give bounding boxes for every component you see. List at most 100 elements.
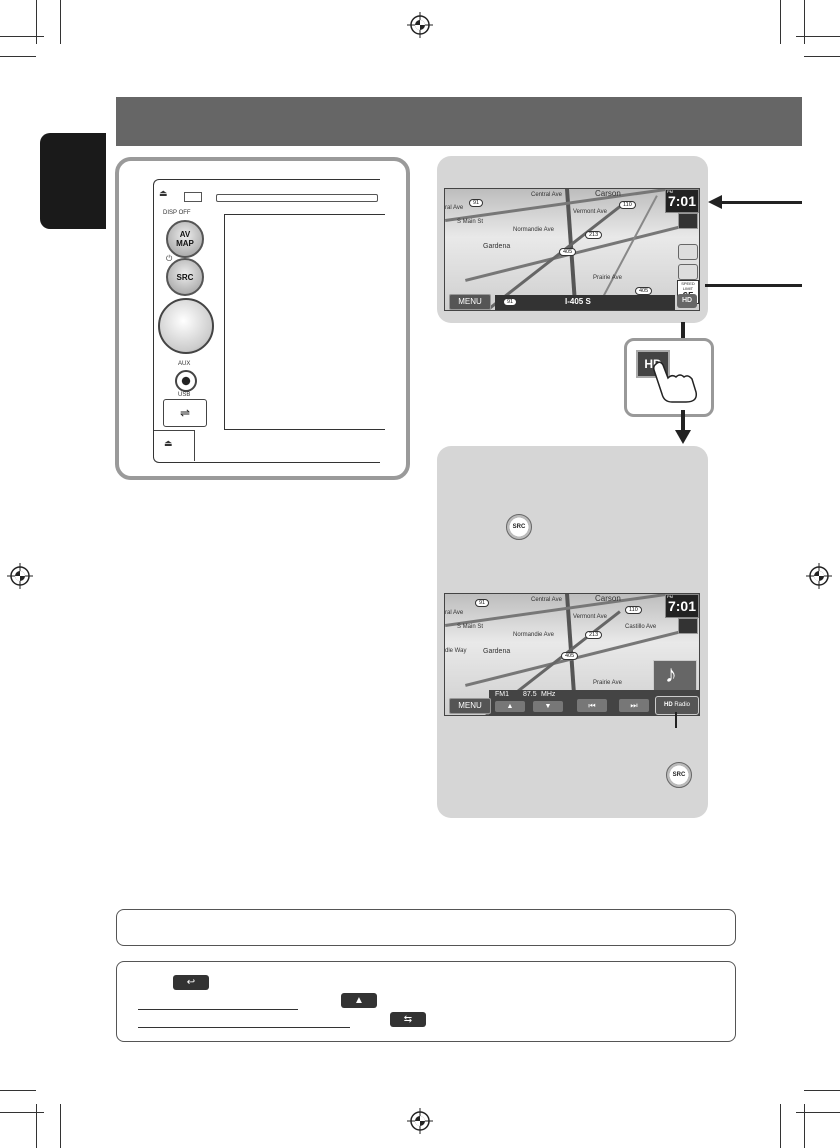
clock-band: PM <box>667 594 673 599</box>
route-shield: 110 <box>625 606 642 614</box>
map-label: Normandie Ave <box>513 227 554 233</box>
hd-label: HD <box>663 702 673 708</box>
callout-line <box>705 284 802 287</box>
connector-line <box>681 410 685 432</box>
hd-radio-button[interactable]: HD <box>677 294 697 308</box>
map-label: Carson <box>595 594 621 603</box>
registration-mark-icon <box>407 12 433 38</box>
src-button[interactable]: SRC <box>166 258 204 296</box>
radio-label: Radio <box>674 702 691 708</box>
music-source-tile <box>653 660 697 692</box>
crop-mark <box>0 56 36 57</box>
crop-mark <box>60 0 61 44</box>
hd-radio-button[interactable]: HD Radio <box>655 696 699 715</box>
power-icon: ⏻ <box>166 254 173 263</box>
crop-mark <box>796 36 840 37</box>
clock-display[interactable]: 7:01 <box>665 189 699 213</box>
crop-mark <box>796 1112 840 1113</box>
callout-line <box>675 712 677 728</box>
usb-label: USB <box>178 392 191 398</box>
route-shield: 91 <box>475 599 490 607</box>
crop-mark <box>804 56 840 57</box>
tune-down-button[interactable]: ▼ <box>533 701 563 712</box>
route-shield: 213 <box>585 631 603 639</box>
clock-band: PM <box>667 189 673 194</box>
crop-mark <box>780 1104 781 1148</box>
registration-mark-icon <box>7 563 33 589</box>
nav-side-button[interactable] <box>678 618 698 634</box>
crop-mark <box>804 0 805 44</box>
clock-display[interactable]: 7:01 <box>665 594 699 618</box>
road <box>445 189 699 222</box>
src-button-icon: SRC <box>506 514 532 540</box>
usb-icon: ⇌ <box>179 406 191 420</box>
road-name: I-405 S <box>565 297 591 306</box>
callout-arrowhead <box>708 195 722 209</box>
tune-up-button[interactable]: ▲ <box>495 701 525 712</box>
map-label: Prairie Ave <box>593 275 622 281</box>
switch-screen-icon: ⇆ <box>390 1012 426 1027</box>
map-label: ral Ave <box>445 205 464 211</box>
nav-side-button[interactable] <box>678 213 698 229</box>
screen-area <box>224 214 385 430</box>
connector-line <box>681 322 685 339</box>
map-label: S Main St <box>457 624 484 630</box>
route-shield: 405 <box>561 652 579 660</box>
map-label: Central Ave <box>531 597 562 603</box>
crop-mark <box>0 1090 36 1091</box>
map-label: Gardena <box>483 648 511 655</box>
crop-mark <box>804 1090 840 1091</box>
disc-slot-opening <box>216 194 378 202</box>
registration-mark-icon <box>806 563 832 589</box>
map-label: S Main St <box>457 219 484 225</box>
map-label: dle Way <box>445 648 467 654</box>
finger-touch-icon <box>653 361 698 403</box>
menu-button[interactable]: MENU <box>449 698 491 714</box>
info-box <box>116 909 736 946</box>
route-shield: 91 <box>503 298 518 306</box>
road-name-bar <box>495 295 675 310</box>
crop-mark <box>60 1104 61 1148</box>
notes-box <box>116 961 736 1042</box>
tilt-icon: ⏏ <box>164 438 173 448</box>
route-shield: 91 <box>469 199 484 207</box>
zoom-in-icon[interactable] <box>678 244 698 260</box>
frequency-unit: MHz <box>541 691 556 698</box>
route-shield: 405 <box>559 248 577 256</box>
registration-mark-icon <box>407 1108 433 1134</box>
menu-button[interactable]: MENU <box>449 294 491 310</box>
next-button[interactable]: ⏭ <box>619 699 649 712</box>
callout-arrow-line <box>722 201 802 204</box>
bottom-eject-area <box>154 430 195 461</box>
underline-rule <box>138 1009 298 1011</box>
eject-icon: ⏏ <box>159 188 168 198</box>
crop-mark <box>36 1104 37 1148</box>
navigation-icon: ▲ <box>341 993 377 1008</box>
map-label: Prairie Ave <box>593 680 622 686</box>
music-note-icon: ♪ <box>665 661 677 688</box>
band-label: FM1 <box>495 691 509 698</box>
underline-rule <box>138 1027 350 1029</box>
route-shield: 213 <box>585 231 603 239</box>
section-header-bar <box>116 97 802 146</box>
usb-port[interactable]: ⇌ <box>163 399 207 427</box>
map-label: Carson <box>595 189 621 198</box>
map-label: Vermont Ave <box>573 614 607 620</box>
crop-mark <box>780 0 781 44</box>
previous-button[interactable]: ⏮ <box>577 699 607 712</box>
crop-mark <box>0 1112 44 1113</box>
zoom-out-icon[interactable] <box>678 264 698 280</box>
av-map-button[interactable]: AV MAP <box>166 220 204 258</box>
back-icon: ↩ <box>173 975 209 990</box>
volume-knob[interactable] <box>158 298 214 354</box>
radio-map-screen: Central Ave Carson Vermont Ave Normandie… <box>444 593 700 716</box>
speed-limit-label: SPEED LIMIT <box>681 281 695 291</box>
device-front-panel: ⏏ DISP OFF AV MAP ⏻ SRC AUX USB ⇌ ⏏ <box>153 179 385 463</box>
frequency-label: 87.5 <box>523 691 537 698</box>
aux-jack[interactable] <box>175 370 197 392</box>
map-label: Castillo Ave <box>625 624 657 630</box>
road <box>465 223 689 282</box>
crop-mark <box>804 1104 805 1148</box>
route-shield: 110 <box>619 201 636 209</box>
route-shield: 405 <box>635 287 653 295</box>
